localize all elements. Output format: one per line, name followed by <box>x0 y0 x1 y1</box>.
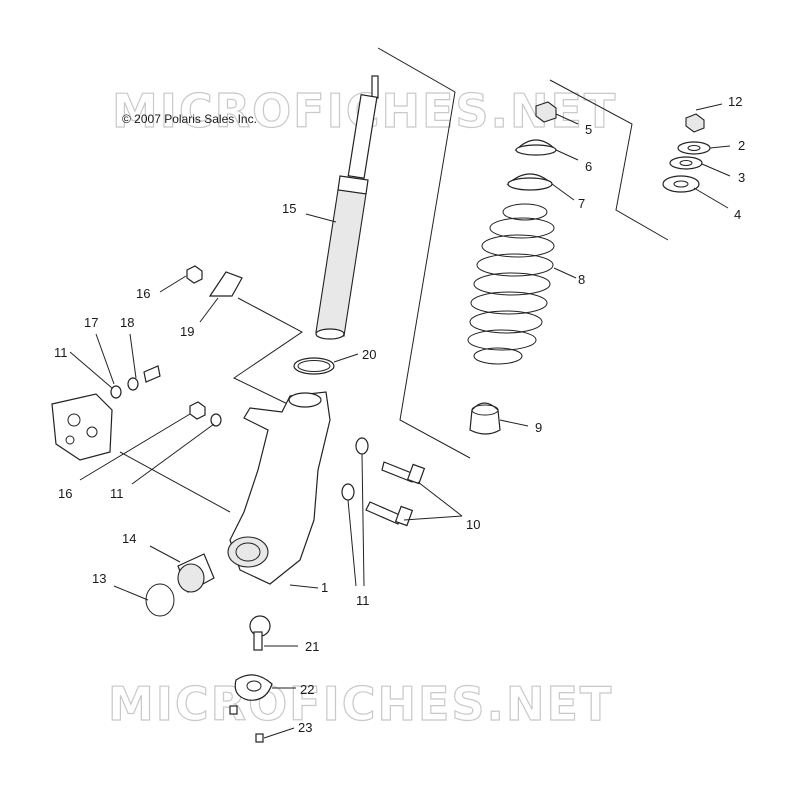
o-ring <box>293 357 335 375</box>
callout-18: 18 <box>120 315 134 330</box>
callout-13: 13 <box>92 571 106 586</box>
lower-spring-seat <box>506 173 554 191</box>
watermark-bottom: MICROFICHES.NET <box>108 677 613 731</box>
callout-4: 4 <box>734 207 741 222</box>
callout-22: 22 <box>300 682 314 697</box>
small-hardware-left <box>110 265 243 427</box>
bump-stop <box>469 402 501 435</box>
copyright-text: © 2007 Polaris Sales Inc. <box>122 112 257 126</box>
callout-5: 5 <box>585 122 592 137</box>
callout-8: 8 <box>578 272 585 287</box>
callout-21: 21 <box>305 639 319 654</box>
callout-20: 20 <box>362 347 376 362</box>
top-nut <box>535 101 557 123</box>
leader-lines <box>69 103 731 739</box>
ball-joint <box>249 615 271 651</box>
callout-23: 23 <box>298 720 312 735</box>
callout-3: 3 <box>738 170 745 185</box>
callout-6: 6 <box>585 159 592 174</box>
assembly-bracket-lines <box>119 47 669 513</box>
screws <box>229 705 264 743</box>
snap-ring <box>145 583 175 617</box>
callout-15: 15 <box>282 201 296 216</box>
callout-7: 7 <box>578 196 585 211</box>
callout-11-lower: 11 <box>110 486 124 501</box>
brake-caliper <box>51 393 113 461</box>
bolts-and-washers <box>341 437 426 527</box>
wheel-bearing <box>177 553 215 593</box>
callout-10: 10 <box>466 517 480 532</box>
callout-16-top: 16 <box>136 286 150 301</box>
callout-11-right: 11 <box>356 593 370 608</box>
callout-1: 1 <box>321 580 328 595</box>
shock-absorber <box>315 75 379 340</box>
callout-9: 9 <box>535 420 542 435</box>
callout-16-lower: 16 <box>58 486 72 501</box>
retainer-plate <box>234 674 273 701</box>
steering-knuckle <box>227 391 331 585</box>
callout-11-left: 11 <box>54 345 68 360</box>
callout-17: 17 <box>84 315 98 330</box>
callout-labels: 1 2 3 4 5 6 7 8 9 10 11 11 11 12 13 14 1… <box>54 94 745 735</box>
upper-spring-seat <box>514 139 558 156</box>
callout-19: 19 <box>180 324 194 339</box>
callout-12: 12 <box>728 94 742 109</box>
callout-2: 2 <box>738 138 745 153</box>
callout-14: 14 <box>122 531 136 546</box>
coil-spring <box>467 203 555 365</box>
washer-stack <box>662 113 711 193</box>
